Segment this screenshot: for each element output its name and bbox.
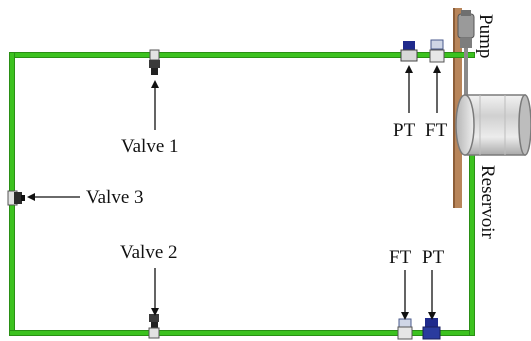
pt-top-label: PT [393,120,416,141]
valve-3-symbol [7,190,25,206]
flow-transmitter-top [429,39,445,63]
reservoir-tank [455,94,531,156]
valve-2-symbol [148,314,160,339]
valve-2-label: Valve 2 [120,242,178,263]
annotation-arrows [27,65,441,320]
pump [457,10,475,48]
pipe-loop [9,52,475,336]
reservoir-label: Reservoir [477,165,498,240]
valve-3-label: Valve 3 [86,187,144,208]
pressure-transmitter-top [400,41,418,62]
pressure-transmitter-bottom [422,318,441,340]
valve-1-symbol [149,49,160,75]
pump-label: Pump [475,14,496,58]
ft-top-label: FT [425,120,448,141]
ft-bottom-label: FT [389,247,412,268]
valve-1-label: Valve 1 [121,136,179,157]
pt-bottom-label: PT [422,247,445,268]
flow-transmitter-bottom [397,318,413,340]
